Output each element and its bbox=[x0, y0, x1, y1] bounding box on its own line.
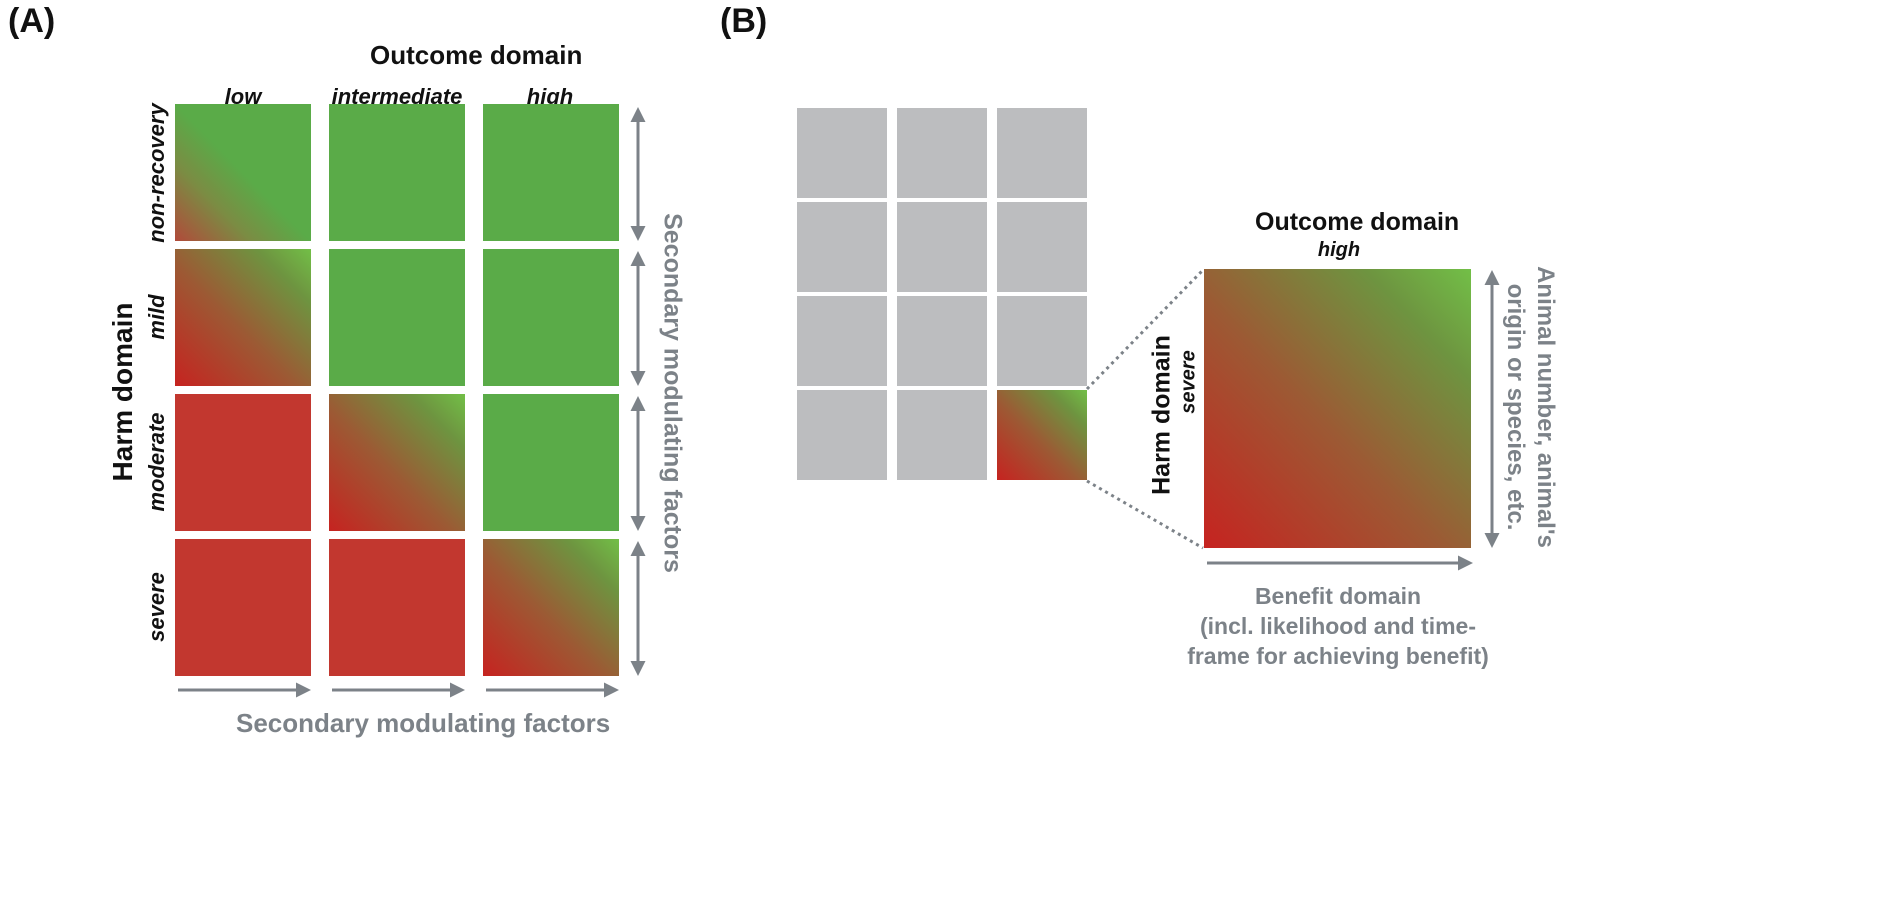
grey-cell bbox=[797, 202, 887, 292]
cell-non-recovery-intermediate bbox=[329, 104, 465, 241]
cell-mild-low bbox=[175, 249, 311, 386]
cell-mild-high bbox=[483, 249, 619, 386]
grey-cell bbox=[997, 108, 1087, 198]
bottom-label-line-3: frame for achieving benefit) bbox=[1187, 643, 1489, 669]
cell-non-recovery-low bbox=[175, 104, 311, 241]
panel-b-bottom-label: Benefit domain (incl. likelihood and tim… bbox=[1187, 581, 1489, 671]
grey-cell bbox=[797, 296, 887, 386]
cell-moderate-intermediate bbox=[329, 394, 465, 531]
grey-cell bbox=[897, 108, 987, 198]
panel-a-bottom-modulating-label: Secondary modulating factors bbox=[236, 708, 611, 738]
cell-non-recovery-high bbox=[483, 104, 619, 241]
grey-cell bbox=[997, 202, 1087, 292]
bottom-label-line-2: (incl. likelihood and time- bbox=[1199, 613, 1477, 639]
panel-b-label: (B) bbox=[720, 2, 768, 40]
cell-severe-high bbox=[483, 539, 619, 676]
cell-severe-intermediate bbox=[329, 539, 465, 676]
grey-cell bbox=[897, 202, 987, 292]
panel-b-right-label: Animal number, animal's origin or specie… bbox=[1500, 266, 1560, 548]
enlarged-cell bbox=[1204, 269, 1471, 548]
right-label-line-2: origin or species, etc. bbox=[1502, 283, 1529, 531]
panel-a-label: (A) bbox=[8, 2, 56, 40]
bottom-label-line-1: Benefit domain bbox=[1254, 583, 1422, 609]
cell-severe-low bbox=[175, 539, 311, 676]
panel-a-outcome-title: Outcome domain bbox=[370, 40, 583, 70]
grey-cell bbox=[797, 108, 887, 198]
cell-mild-intermediate bbox=[329, 249, 465, 386]
panel-b-harm-subtitle: severe bbox=[1177, 350, 1200, 414]
panel-b-outcome-subtitle: high bbox=[1317, 239, 1361, 261]
panel-b-outcome-title: Outcome domain bbox=[1255, 208, 1460, 236]
zoom-dotted-line bbox=[1086, 479, 1204, 550]
cell-moderate-low bbox=[175, 394, 311, 531]
cell-moderate-high bbox=[483, 394, 619, 531]
grey-cell bbox=[997, 296, 1087, 386]
panel-a-arrows bbox=[178, 107, 646, 698]
grey-cell bbox=[897, 296, 987, 386]
grey-cell bbox=[797, 390, 887, 480]
grey-cell bbox=[897, 390, 987, 480]
right-label-line-1: Animal number, animal's bbox=[1532, 266, 1559, 548]
panel-b-harm-title: Harm domain bbox=[1147, 335, 1176, 495]
highlighted-cell-severe-high bbox=[997, 390, 1087, 480]
